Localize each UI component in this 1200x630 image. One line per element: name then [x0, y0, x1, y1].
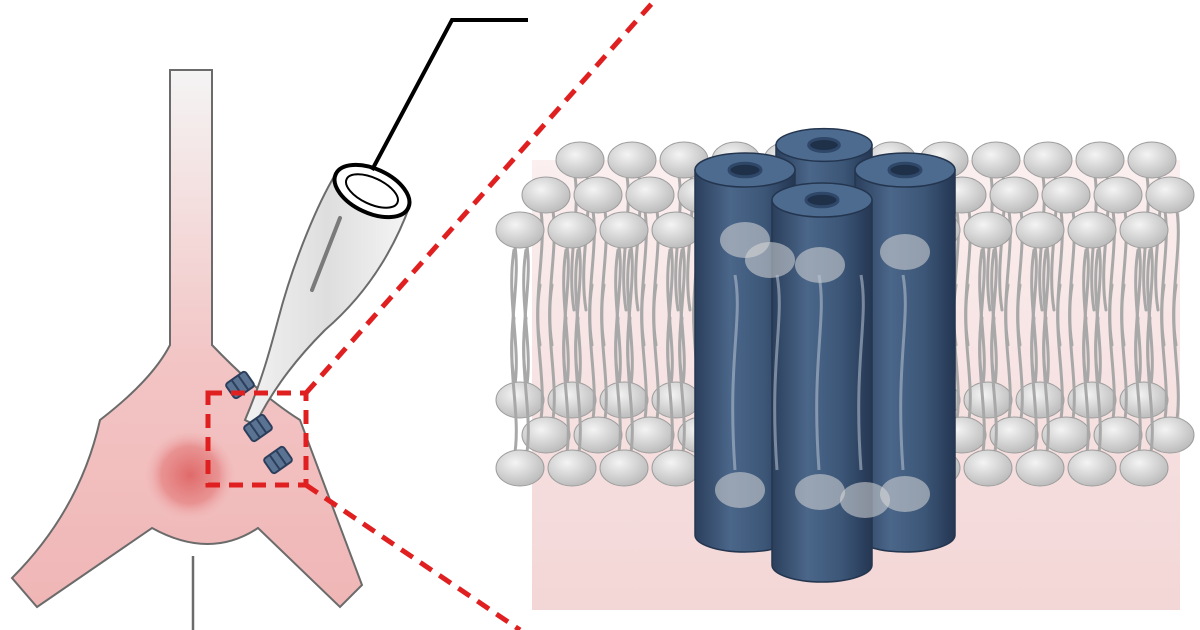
lipid-molecule	[1015, 316, 1065, 487]
zoom-highlight	[205, 0, 657, 630]
lipid-molecule	[495, 316, 545, 487]
lipid-head-front	[795, 247, 845, 283]
lipid-molecule	[547, 316, 597, 487]
channel-subunit	[771, 182, 873, 583]
lipid-head-front	[880, 234, 930, 270]
small-channel-icon	[263, 445, 293, 475]
lipid-head-front	[795, 474, 845, 510]
lipid-molecule	[651, 316, 701, 487]
lipid-molecule	[573, 283, 623, 454]
lipid-heads-front	[715, 222, 930, 518]
small-channels	[225, 370, 293, 475]
lipid-tail-front	[815, 274, 823, 471]
electrode-wire	[370, 18, 528, 171]
lipid-molecule	[989, 283, 1039, 454]
membrane-section	[495, 127, 1195, 610]
lipid-tail-front	[731, 274, 739, 471]
lipid-head-front	[840, 482, 890, 518]
lipid-molecule	[521, 283, 571, 454]
lipid-molecule	[651, 248, 701, 419]
zoom-line-bottom	[304, 482, 522, 630]
lipid-molecule	[1041, 283, 1091, 454]
zoom-line-top	[304, 0, 657, 395]
pipette-electrode	[310, 216, 342, 292]
lipid-tail-front	[899, 274, 907, 471]
lipid-molecule	[1119, 248, 1169, 419]
pipette-opening	[332, 162, 412, 220]
lipid-molecule	[963, 316, 1013, 487]
lipid-head-front	[880, 476, 930, 512]
patch-pipette	[243, 18, 528, 427]
lipid-molecule	[1067, 316, 1117, 487]
neuron-nucleus	[142, 427, 238, 523]
lipid-tail-front	[857, 274, 865, 471]
lipid-molecule	[625, 283, 675, 454]
lipid-head-front	[745, 242, 795, 278]
neuron	[10, 69, 364, 630]
lipid-tail-front	[773, 274, 781, 471]
lipid-molecule	[599, 316, 649, 487]
lipid-molecule	[1119, 316, 1169, 487]
small-channel-icon	[243, 413, 273, 443]
lipid-molecule	[1145, 283, 1195, 454]
lipid-molecule	[1093, 283, 1143, 454]
lipid-head-front	[715, 472, 765, 508]
highlight-box	[205, 390, 309, 488]
